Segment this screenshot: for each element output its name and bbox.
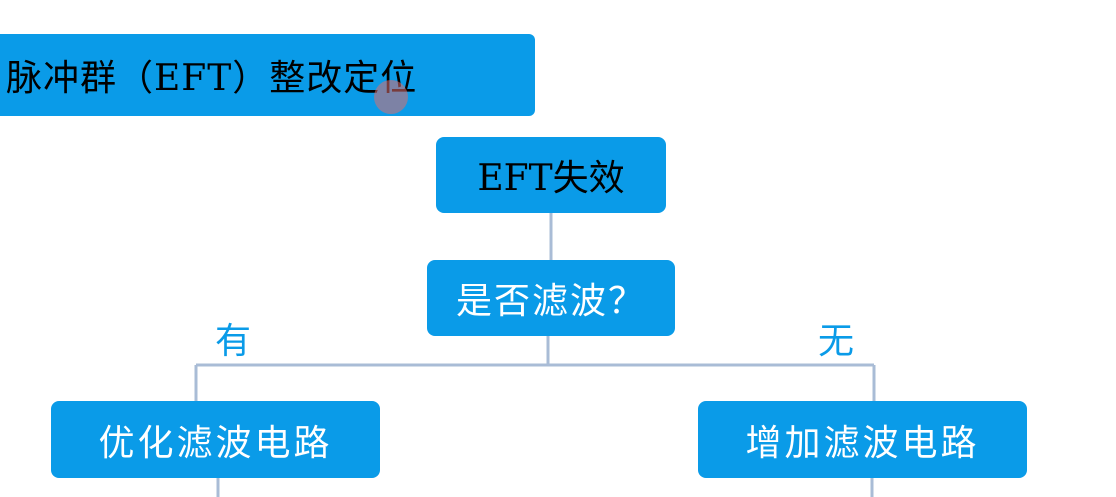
node-filter-decision-label: 是否滤波？	[455, 281, 646, 322]
pointer-highlight-icon	[374, 80, 408, 114]
node-filter-decision[interactable]: 是否滤波？	[427, 260, 675, 336]
diagram-title: 脉冲群（EFT）整改定位	[0, 34, 535, 116]
edge-label-yes: 有	[215, 321, 252, 362]
edge-label-no: 无	[818, 321, 855, 362]
node-eft-failure-label: EFT失效	[477, 158, 625, 199]
node-add-filter[interactable]: 增加滤波电路	[698, 401, 1027, 478]
node-add-filter-label: 增加滤波电路	[745, 422, 980, 464]
node-optimize-filter-label: 优化滤波电路	[98, 422, 333, 464]
node-optimize-filter[interactable]: 优化滤波电路	[51, 401, 380, 478]
diagram-title-text: 脉冲群（EFT）整改定位	[6, 58, 418, 99]
node-eft-failure[interactable]: EFT失效	[436, 137, 666, 213]
